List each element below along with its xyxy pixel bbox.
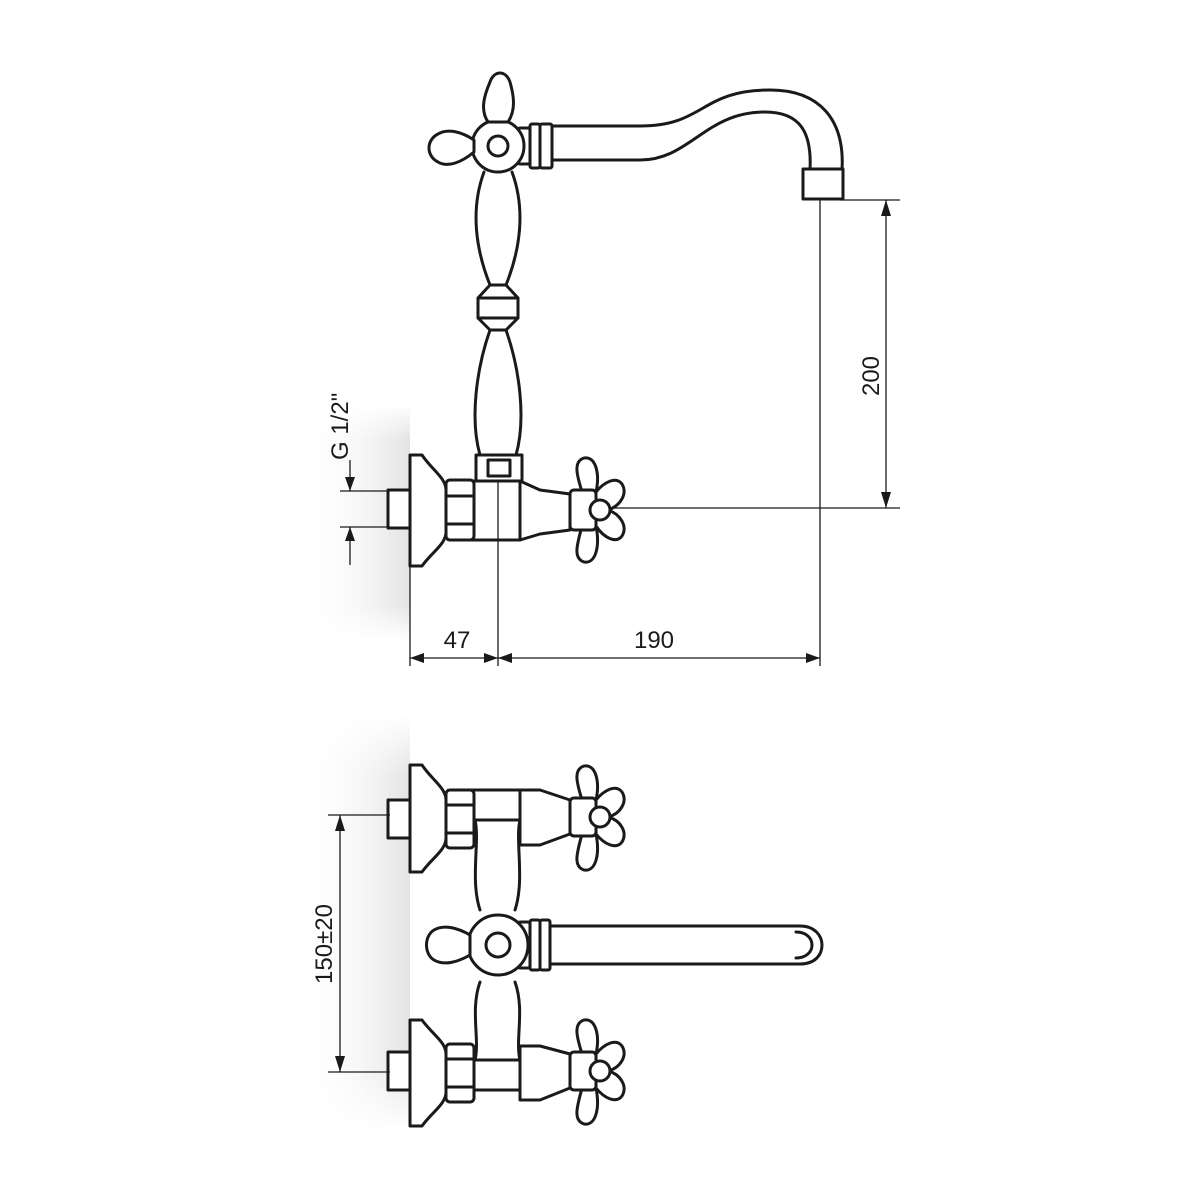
cross-handle-side [568, 456, 626, 564]
dimension-200: 200 [612, 199, 900, 509]
centers-label: 150±20 [311, 904, 338, 984]
hex-nut-side [444, 478, 476, 542]
lever-handle-top [427, 71, 515, 166]
valve-body-side [458, 479, 572, 542]
wall-flange-side [408, 453, 448, 568]
spout-reach-label: 190 [634, 627, 674, 654]
top-view [386, 763, 824, 1128]
dimension-150: 150±20 [311, 814, 390, 1073]
upper-valve-top [386, 763, 626, 874]
wall-offset-label: 47 [444, 627, 471, 654]
thread-label: G 1/2" [327, 393, 354, 460]
inlet-stub-side [386, 488, 412, 530]
spout-side [550, 88, 845, 201]
spout-height-label: 200 [858, 356, 885, 396]
top-hub [470, 118, 526, 174]
lower-valve-top [386, 1018, 626, 1128]
center-hub-top [466, 913, 530, 977]
side-view [386, 71, 845, 568]
center-connector [474, 453, 524, 483]
column-body [473, 170, 523, 457]
dimension-g12: G 1/2" [327, 393, 390, 565]
dimension-47-190: 47 190 [409, 200, 821, 666]
lever-handle-top-view [425, 925, 472, 965]
spout-top [516, 918, 824, 972]
